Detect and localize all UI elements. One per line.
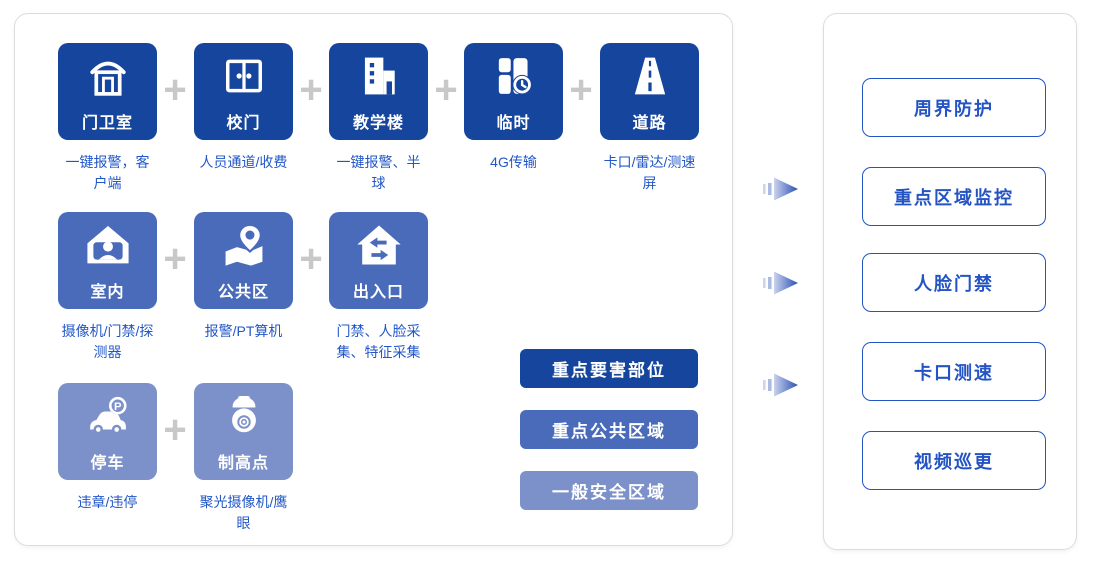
legend-key-public-areas: 重点公共区域 (520, 410, 698, 449)
tile-public-area: 公共区 (194, 212, 293, 309)
tile-label: 室内 (90, 284, 125, 301)
tile-indoor: 室内 (58, 212, 157, 309)
teaching-building-icon (364, 57, 395, 95)
tile-label: 停车 (90, 455, 125, 472)
plus-separator: + (434, 68, 458, 112)
tile-label: 制高点 (217, 455, 269, 472)
tile-caption: 卡口/雷达/测速屏 (603, 154, 696, 191)
tile-caption: 4G传输 (490, 154, 537, 170)
capability-face-access-control: 人脸门禁 (862, 253, 1046, 312)
tile-highpoint: 制高点 (194, 383, 293, 480)
tile-guard-room: 门卫室 (58, 43, 157, 140)
capability-checkpoint-speed: 卡口测速 (862, 342, 1046, 401)
tile-caption: 违章/违停 (77, 494, 138, 510)
dome-camera-icon (230, 395, 257, 433)
capability-video-patrol: 视频巡更 (862, 431, 1046, 490)
flow-arrow-icon (763, 271, 798, 295)
road-icon (634, 57, 665, 95)
public-area-map-pin-icon (225, 223, 262, 266)
tile-school-gate: 校门 (194, 43, 293, 140)
tile-caption: 摄像机/门禁/探测器 (61, 323, 154, 360)
flow-arrow-icon (763, 373, 798, 397)
capability-key-area-monitoring: 重点区域监控 (862, 167, 1046, 226)
school-gate-icon (225, 59, 262, 93)
plus-separator: + (163, 408, 187, 452)
tile-caption: 报警/PT算机 (204, 323, 283, 339)
plus-separator: + (163, 237, 187, 281)
tile-road: 道路 (600, 43, 699, 140)
tile-label: 门卫室 (81, 115, 133, 132)
tile-label: 校门 (226, 115, 261, 132)
legend-general-safety-areas: 一般安全区域 (520, 471, 698, 510)
tile-label: 出入口 (352, 284, 404, 301)
legend-critical-parts: 重点要害部位 (520, 349, 698, 388)
temporary-4g-icon (498, 58, 532, 95)
tile-caption: 一键报警、半球 (336, 154, 421, 191)
plus-separator: + (299, 237, 323, 281)
guard-room-icon (89, 61, 126, 96)
tile-caption: 门禁、人脸采集、特征采集 (336, 323, 421, 360)
tile-caption: 聚光摄像机/鹰眼 (199, 494, 288, 531)
tile-label: 临时 (496, 115, 531, 132)
plus-separator: + (299, 68, 323, 112)
parking-icon: P (89, 396, 127, 435)
components-panel: 门卫室 一键报警，客户端 校门 人员通道/收费 教学楼 一键报 (14, 13, 733, 546)
capability-perimeter-protection: 周界防护 (862, 78, 1046, 137)
tile-caption: 人员通道/收费 (199, 154, 288, 170)
indoor-icon (86, 226, 129, 264)
tile-label: 教学楼 (352, 115, 404, 132)
tile-teaching-building: 教学楼 (329, 43, 428, 140)
tile-caption: 一键报警，客户端 (65, 154, 150, 191)
plus-separator: + (569, 68, 593, 112)
tile-temporary: 临时 (464, 43, 563, 140)
plus-separator: + (163, 68, 187, 112)
entrance-exit-icon (356, 225, 401, 265)
tile-parking: P 停车 (58, 383, 157, 480)
tile-label: 道路 (632, 115, 667, 132)
svg-text:P: P (113, 401, 121, 413)
tile-label: 公共区 (217, 284, 269, 301)
capabilities-panel: 周界防护 重点区域监控 人脸门禁 卡口测速 视频巡更 (823, 13, 1077, 550)
tile-entrance-exit: 出入口 (329, 212, 428, 309)
flow-arrow-icon (763, 177, 798, 201)
